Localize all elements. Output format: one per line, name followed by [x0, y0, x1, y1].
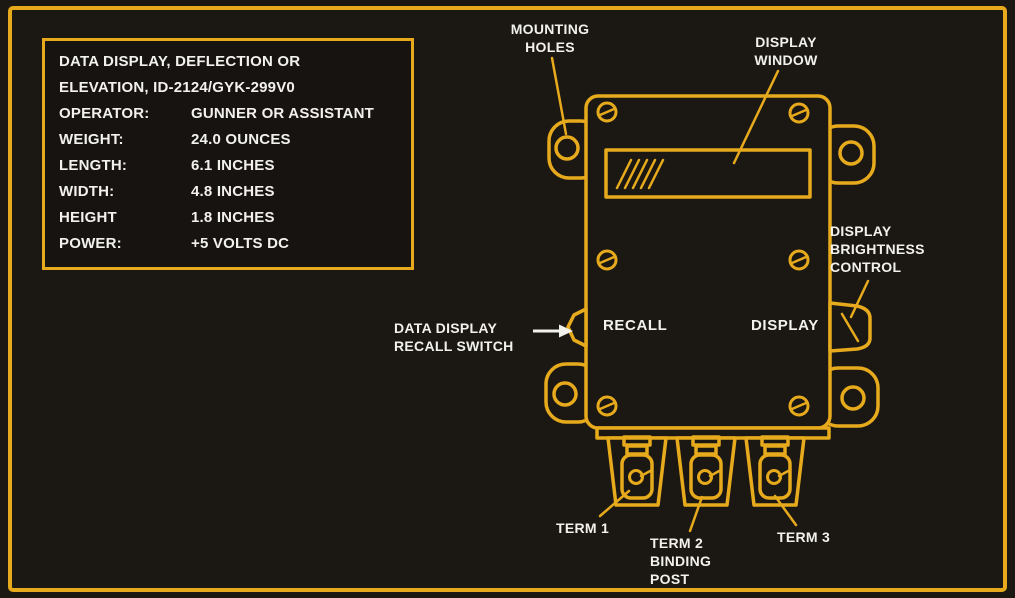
leader-term2 — [688, 495, 704, 533]
brightness-control-knob[interactable] — [828, 301, 872, 353]
callout-mounting-holes: MOUNTING HOLES — [503, 20, 597, 56]
spec-row-length: LENGTH: 6.1 INCHES — [59, 153, 397, 179]
binding-post-term1[interactable] — [620, 435, 654, 500]
recall-switch-arrow-icon — [533, 324, 573, 338]
spec-label: WIDTH: — [59, 183, 115, 200]
callout-term2-line2: BINDING — [650, 553, 712, 569]
display-window-hatch — [615, 158, 665, 190]
spec-label: POWER: — [59, 235, 122, 252]
leader-mounting-holes — [550, 56, 568, 136]
spec-value: 24.0 OUNCES — [191, 131, 291, 148]
callout-term1: TERM 1 — [556, 520, 610, 536]
mounting-hole-icons — [552, 135, 866, 411]
callout-recall-switch-line2: RECALL SWITCH — [394, 338, 514, 354]
leader-term1 — [598, 489, 631, 518]
leader-brightness-control — [849, 279, 870, 319]
binding-post-term2[interactable] — [689, 435, 723, 500]
callout-term3: TERM 3 — [777, 529, 831, 545]
callout-display-window-line1: DISPLAY — [755, 34, 817, 50]
leader-term3 — [773, 494, 798, 527]
leader-lines — [550, 56, 870, 533]
spec-label: HEIGHT — [59, 209, 117, 226]
spec-row-height: HEIGHT 1.8 INCHES — [59, 205, 397, 231]
callout-brightness-line3: CONTROL — [830, 259, 902, 275]
spec-label: LENGTH: — [59, 157, 128, 174]
binding-post-term3[interactable] — [758, 435, 792, 500]
spec-value: +5 VOLTS DC — [191, 235, 290, 252]
spec-row-operator: OPERATOR: GUNNER OR ASSISTANT — [59, 101, 397, 127]
recall-switch[interactable] — [566, 307, 588, 348]
callout-term2: TERM 2 BINDING POST — [650, 534, 711, 588]
spec-row-power: POWER: +5 VOLTS DC — [59, 231, 397, 257]
spec-value: GUNNER OR ASSISTANT — [191, 105, 374, 122]
spec-value: 1.8 INCHES — [191, 209, 275, 226]
spec-label: OPERATOR: — [59, 105, 150, 122]
callout-mounting-holes-line1: MOUNTING — [510, 21, 590, 37]
callout-term2-line3: POST — [650, 571, 690, 587]
callout-term2-line1: TERM 2 — [650, 535, 704, 551]
device-recall-label: RECALL — [603, 317, 668, 334]
spec-label: WEIGHT: — [59, 131, 124, 148]
callout-recall-switch: DATA DISPLAY RECALL SWITCH — [394, 319, 514, 355]
callout-recall-switch-line1: DATA DISPLAY — [394, 320, 498, 336]
spec-value: 4.8 INCHES — [191, 183, 275, 200]
spec-title-line2: ELEVATION, ID-2124/GYK-299V0 — [59, 79, 295, 96]
callout-brightness-line2: BRIGHTNESS — [830, 241, 925, 257]
callout-brightness-line1: DISPLAY — [830, 223, 892, 239]
display-window — [604, 148, 812, 199]
callout-display-window-line2: WINDOW — [754, 52, 818, 68]
spec-value: 6.1 INCHES — [191, 157, 275, 174]
spec-title-line1: DATA DISPLAY, DEFLECTION OR — [59, 53, 301, 70]
callout-mounting-holes-line2: HOLES — [525, 39, 575, 55]
spec-info-box: DATA DISPLAY, DEFLECTION OR ELEVATION, I… — [42, 38, 414, 270]
callout-display-brightness-control: DISPLAY BRIGHTNESS CONTROL — [830, 222, 925, 276]
spec-row-weight: WEIGHT: 24.0 OUNCES — [59, 127, 397, 153]
callout-display-window: DISPLAY WINDOW — [738, 33, 834, 69]
leader-display-window — [732, 69, 780, 165]
device-display-label: DISPLAY — [751, 317, 819, 334]
spec-row-width: WIDTH: 4.8 INCHES — [59, 179, 397, 205]
screw-icons — [596, 101, 810, 417]
